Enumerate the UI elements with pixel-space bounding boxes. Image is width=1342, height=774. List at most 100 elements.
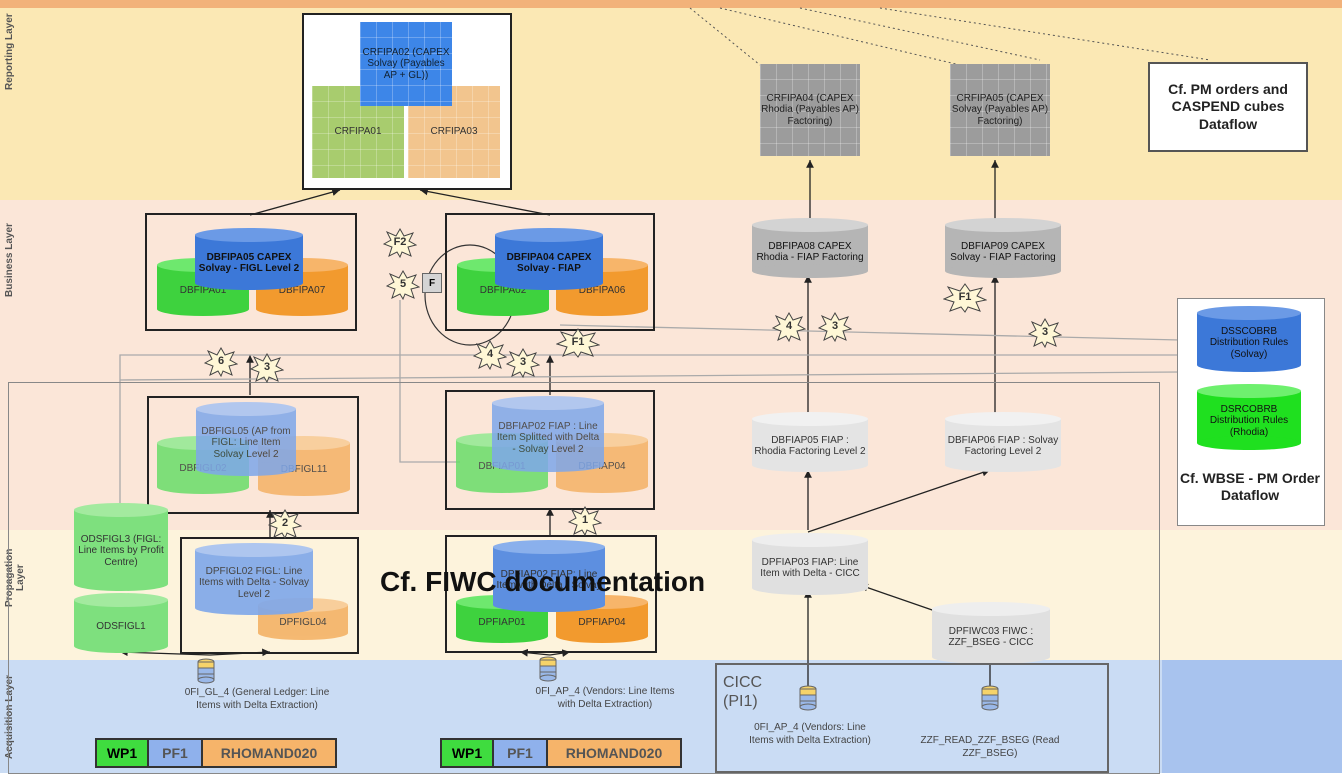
cyl-dbfigl05-label: DBFIGL05 (AP from FIGL: Line Item Solvay… (201, 425, 291, 460)
step-3b: 3 (506, 348, 540, 378)
cyl-odsfigl1: ODSFIGL1 (74, 593, 168, 653)
cyl-dbfipa09: DBFIAP09 CAPEX Solvay - FIAP Factoring (945, 218, 1061, 278)
cyl-dsscobrb: DSSCOBRB Distribution Rules (Solvay) (1197, 306, 1301, 372)
acquisition-right-block (1162, 660, 1342, 773)
step-5-label: 5 (399, 278, 407, 290)
cyl-dbfiap02: DBFIAP02 FIAP : Line Item Splitted with … (492, 396, 604, 472)
tag-pf1-left: PF1 (147, 738, 203, 768)
step-3d-label: 3 (1041, 326, 1049, 338)
cyl-dsscobrb-label: DSSCOBRB Distribution Rules (Solvay) (1209, 325, 1289, 360)
step-6-label: 6 (217, 355, 225, 367)
cyl-dbfiap05: DBFIAP05 FIAP : Rhodia Factoring Level 2 (752, 412, 868, 472)
step-f1a-label: F1 (571, 336, 585, 348)
note-pm-orders-text: Cf. PM orders and CASPEND cubes Dataflow (1168, 80, 1288, 132)
cyl-dbfiap06-label: DBFIAP06 FIAP : Solvay Factoring Level 2 (947, 434, 1059, 458)
source-zzf-label: ZZF_READ_ZZF_BSEG (Read ZZF_BSEG) (920, 735, 1060, 759)
step-f1a: F1 (556, 328, 600, 358)
cyl-dpfiap03-label: DPFIAP03 FIAP: Line Item with Delta - CI… (760, 556, 860, 580)
cyl-odsfigl1-label: ODSFIGL1 (96, 621, 146, 633)
source-gl4-label: 0FI_GL_4 (General Ledger: Line Items wit… (184, 687, 330, 711)
step-4a: 4 (473, 340, 507, 370)
cyl-dpfigl02-label: DPFIGL02 FIGL: Line Items with Delta - S… (198, 565, 310, 600)
cyl-dbfipa08-label: DBFIPA08 CAPEX Rhodia - FIAP Factoring (756, 240, 864, 264)
cyl-dbfiap06: DBFIAP06 FIAP : Solvay Factoring Level 2 (945, 412, 1061, 472)
cyl-dbfipa01-label: DBFIPA01 (179, 285, 227, 297)
step-4b-label: 4 (785, 320, 793, 332)
cyl-dbfipa07-label: DBFIPA07 (278, 285, 326, 297)
cube-crfipa01-label: CRFIPA01 (334, 126, 382, 138)
prop-group-box-fiap (445, 535, 657, 653)
cyl-dbfiap05-label: DBFIAP05 FIAP : Rhodia Factoring Level 2 (754, 434, 866, 458)
top-strip (0, 0, 1342, 8)
step-f1b: F1 (943, 283, 987, 313)
step-2-label: 2 (281, 517, 289, 529)
step-f1b-label: F1 (958, 291, 972, 303)
step-4a-label: 4 (486, 348, 494, 360)
f-marker-label: F (428, 277, 436, 289)
cyl-odsfigl3-label: ODSFIGL3 (FIGL: Line Items by Profit Cen… (78, 533, 164, 568)
cyl-dbfipa05-label: DBFIPA05 CAPEX Solvay - FIGL Level 2 (198, 251, 300, 275)
business-group-box-fiap (445, 213, 655, 331)
cube-crfipa04-label: CRFIPA04 (CAPEX Rhodia (Payables AP) Fac… (761, 92, 859, 127)
tag-wp1-mid: WP1 (440, 738, 494, 768)
tag-wp1-left: WP1 (95, 738, 149, 768)
edw-group-box-figl (147, 396, 359, 514)
cyl-odsfigl3: ODSFIGL3 (FIGL: Line Items by Profit Cen… (74, 503, 168, 591)
step-1-label: 1 (581, 514, 589, 526)
source-ap4-label: 0FI_AP_4 (Vendors: Line Items with Delta… (535, 686, 675, 710)
prop-group-box-figl (180, 537, 359, 654)
cyl-dsrcobrb: DSRCOBRB Distribution Rules (Rhodia) (1197, 384, 1301, 450)
cyl-dbfipa02-label: DBFIPA02 (479, 285, 527, 297)
cyl-dbfiap02-label: DBFIAP02 FIAP : Line Item Splitted with … (496, 420, 600, 455)
cyl-dbfipa08: DBFIPA08 CAPEX Rhodia - FIAP Factoring (752, 218, 868, 278)
cyl-dbfipa04-label: DBFIPA04 CAPEX Solvay - FIAP (506, 251, 592, 275)
step-3a-label: 3 (263, 361, 271, 373)
step-2: 2 (268, 509, 302, 539)
cyl-dpfiwc03-label: DPFIWC03 FIWC : ZZF_BSEG - CICC (948, 625, 1034, 649)
step-4b: 4 (772, 312, 806, 342)
source-icon-gl4 (197, 658, 215, 684)
cyl-dpfiap02-label: DPFIAP02 FIAP: Line Item with Delta - So… (496, 568, 602, 592)
cyl-dpfiap01-label: DPFIAP01 (478, 617, 526, 629)
cyl-dbfigl05: DBFIGL05 (AP from FIGL: Line Item Solvay… (196, 402, 296, 476)
cube-crfipa02-label: CRFIPA02 (CAPEX Solvay (Payables AP + GL… (362, 46, 450, 81)
source-ap4-cicc-label: 0FI_AP_4 (Vendors: Line Items with Delta… (749, 722, 871, 746)
note-pm-orders: Cf. PM orders and CASPEND cubes Dataflow (1148, 62, 1308, 152)
cyl-dpfigl04-label: DPFIGL04 (279, 617, 327, 629)
business-group-box-figl (145, 213, 357, 331)
step-3b-label: 3 (519, 356, 527, 368)
step-f2: F2 (383, 228, 417, 258)
cube-crfipa02: CRFIPA02 (CAPEX Solvay (Payables AP + GL… (360, 22, 452, 106)
edw-group-box-fiap (445, 390, 655, 510)
reporting-band (0, 8, 1342, 200)
cyl-dbfipa09-label: DBFIAP09 CAPEX Solvay - FIAP Factoring (950, 240, 1056, 264)
cyl-dbfipa05: DBFIPA05 CAPEX Solvay - FIGL Level 2 (195, 228, 303, 290)
tag-rho-mid: RHOMAND020 (546, 738, 682, 768)
cyl-dbfipa04: DBFIPA04 CAPEX Solvay - FIAP (495, 228, 603, 290)
cyl-dpfiap02: DPFIAP02 FIAP: Line Item with Delta - So… (493, 540, 605, 612)
step-3c-label: 3 (831, 320, 839, 332)
cyl-dpfiap04-label: DPFIAP04 (578, 617, 626, 629)
cube-crfipa05-label: CRFIPA05 (CAPEX Solvay (Payables AP) Fac… (951, 92, 1049, 127)
note-wbse: Cf. WBSE - PM Order Dataflow (1180, 454, 1320, 520)
tag-rho-left: RHOMAND020 (201, 738, 337, 768)
cyl-dpfiwc03: DPFIWC03 FIWC : ZZF_BSEG - CICC (932, 602, 1050, 664)
step-1: 1 (568, 506, 602, 536)
source-icon-zzf (981, 685, 999, 711)
cube-crfipa03: CRFIPA03 (408, 86, 500, 178)
cube-crfipa05: CRFIPA05 (CAPEX Solvay (Payables AP) Fac… (950, 64, 1050, 156)
cyl-dpfigl02: DPFIGL02 FIGL: Line Items with Delta - S… (195, 543, 313, 615)
cyl-dbfigl11-label: DBFIGL11 (280, 464, 328, 476)
cicc-label: CICC (PI1) (723, 674, 763, 711)
step-3c: 3 (818, 312, 852, 342)
cyl-dsrcobrb-label: DSRCOBRB Distribution Rules (Rhodia) (1209, 403, 1289, 438)
tag-pf1-mid: PF1 (492, 738, 548, 768)
source-icon-ap4-cicc (799, 685, 817, 711)
cube-crfipa04: CRFIPA04 (CAPEX Rhodia (Payables AP) Fac… (760, 64, 860, 156)
cyl-dbfipa06-label: DBFIPA06 (578, 285, 626, 297)
step-6: 6 (204, 347, 238, 377)
fiwc-documentation-note: Cf. FIWC documentation (380, 566, 706, 597)
cyl-dpfiap03: DPFIAP03 FIAP: Line Item with Delta - CI… (752, 533, 868, 595)
note-wbse-text: Cf. WBSE - PM Order Dataflow (1180, 469, 1321, 504)
